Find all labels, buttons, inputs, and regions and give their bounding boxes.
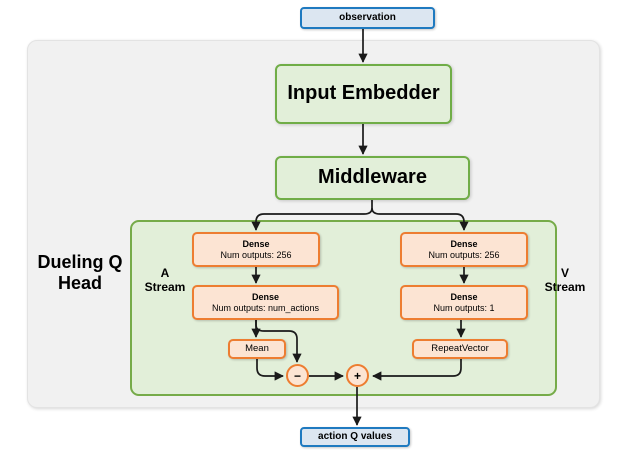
dueling-q-head-label-line2: Head [57,272,102,293]
observation-label: observation [339,12,396,24]
middleware-label: Middleware [318,166,427,189]
mean-label: Mean [245,343,269,355]
a-stream-label-line1: A [160,266,170,280]
repeatvector-label: RepeatVector [431,343,489,355]
middleware-block: Middleware [275,156,470,200]
a-stream-dense-2: Dense Num outputs: num_actions [192,285,339,320]
v-stream-label-line2: Stream [544,279,586,294]
subtract-operator-glyph: − [293,368,301,383]
a-stream-label: A Stream [140,266,190,295]
a-stream-dense-1-detail: Num outputs: 256 [220,249,292,260]
v-stream-label-line1: V [560,266,569,280]
a-stream-dense-2-title: Dense [251,291,279,302]
dueling-q-head-label-line1: Dueling Q [37,252,123,272]
a-stream-dense-1: Dense Num outputs: 256 [192,232,320,267]
add-operator-icon: + [346,364,369,387]
v-stream-dense-1: Dense Num outputs: 256 [400,232,528,267]
a-stream-label-line2: Stream [144,279,186,294]
input-embedder-label: Input Embedder [287,82,440,105]
add-operator-glyph: + [353,368,361,383]
v-stream-dense-2: Dense Num outputs: 1 [400,285,528,320]
mean-layer: Mean [228,339,286,359]
input-embedder-block: Input Embedder [275,64,452,124]
v-stream-dense-1-detail: Num outputs: 256 [428,249,500,260]
v-stream-dense-2-title: Dense [450,291,478,302]
a-stream-dense-1-title: Dense [242,238,270,249]
action-q-values-label: action Q values [318,431,392,443]
v-stream-dense-2-detail: Num outputs: 1 [433,302,495,313]
a-stream-dense-2-detail: Num outputs: num_actions [211,302,320,313]
v-stream-dense-1-title: Dense [450,238,478,249]
dueling-q-head-label: Dueling Q Head [30,252,130,293]
repeatvector-layer: RepeatVector [412,339,508,359]
v-stream-label: V Stream [536,266,594,295]
action-q-values-output-node: action Q values [300,427,410,447]
subtract-operator-icon: − [286,364,309,387]
observation-input-node: observation [300,7,435,29]
